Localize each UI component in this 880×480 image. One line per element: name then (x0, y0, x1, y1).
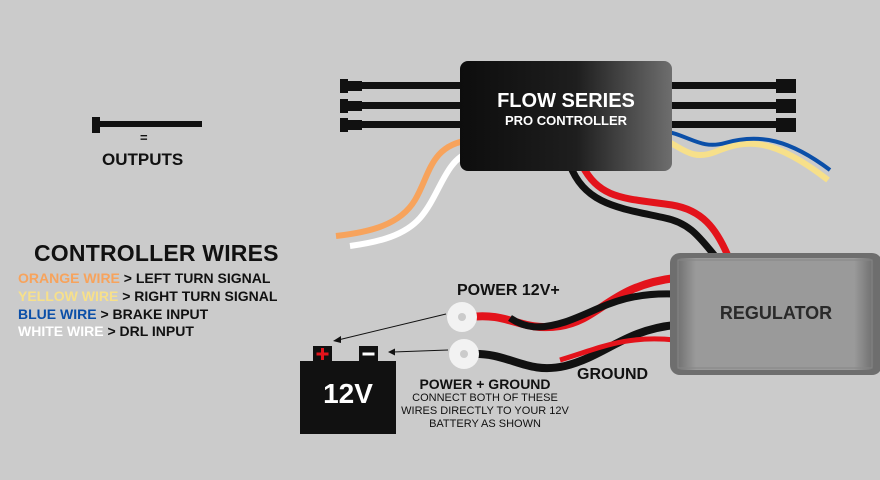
wire-legend-blue: BLUE WIRE > BRAKE INPUT (18, 306, 208, 322)
note-line: CONNECT BOTH OF THESE (412, 392, 558, 404)
left-output-wires (340, 79, 462, 132)
wire-color-name: ORANGE WIRE (18, 270, 120, 286)
orange-wire (335, 137, 471, 239)
power-ground-note: CONNECT BOTH OF THESE WIRES DIRECTLY TO … (396, 392, 574, 431)
controller-title: FLOW SERIES (497, 90, 635, 112)
controller-wires-title: CONTROLLER WIRES (34, 240, 279, 266)
right-output-wires (668, 79, 796, 132)
wire-color-name: BLUE WIRE (18, 306, 97, 322)
power-arrow (333, 313, 447, 343)
wire-legend-yellow: YELLOW WIRE > RIGHT TURN SIGNAL (18, 288, 277, 304)
ground-ring-terminal (449, 339, 479, 369)
power-ring-terminal (447, 302, 477, 332)
legend-equals: = (140, 130, 148, 145)
controller-regulator-red-wire (578, 163, 732, 258)
wire-legend-orange: ORANGE WIRE > LEFT TURN SIGNAL (18, 270, 270, 286)
legend-outputs-label: OUTPUTS (102, 150, 184, 169)
legend-output-connector (92, 117, 202, 133)
ground-black-wire (469, 321, 676, 373)
regulator-label: REGULATOR (719, 303, 833, 323)
wire-function: > RIGHT TURN SIGNAL (122, 288, 278, 304)
flow-series-controller (460, 61, 672, 171)
wire-function: > DRL INPUT (107, 323, 194, 339)
battery-positive-icon (316, 348, 329, 360)
battery-voltage-label: 12V (323, 378, 373, 409)
controller-regulator-black-wire (566, 163, 718, 259)
power-ground-title: POWER + GROUND (419, 376, 551, 392)
wire-legend-white: WHITE WIRE > DRL INPUT (18, 323, 194, 339)
wire-color-name: WHITE WIRE (18, 323, 104, 339)
note-line: BATTERY AS SHOWN (429, 418, 541, 430)
wire-function: > BRAKE INPUT (100, 306, 209, 322)
blue-wire (659, 128, 832, 172)
white-wire (349, 149, 472, 249)
power-label: POWER 12V+ (457, 282, 560, 299)
yellow-wire (658, 135, 830, 183)
wire-color-name: YELLOW WIRE (18, 288, 119, 304)
ground-red-stripe-wire (559, 336, 676, 363)
regulator (670, 253, 880, 375)
ground-arrow (388, 348, 449, 356)
note-line: WIRES DIRECTLY TO YOUR 12V (401, 405, 569, 417)
wire-function: > LEFT TURN SIGNAL (123, 270, 271, 286)
controller-subtitle: PRO CONTROLLER (504, 113, 628, 128)
battery-negative-icon (362, 352, 375, 356)
power-black-stripe-wire (508, 290, 676, 331)
ground-label: GROUND (577, 366, 649, 383)
